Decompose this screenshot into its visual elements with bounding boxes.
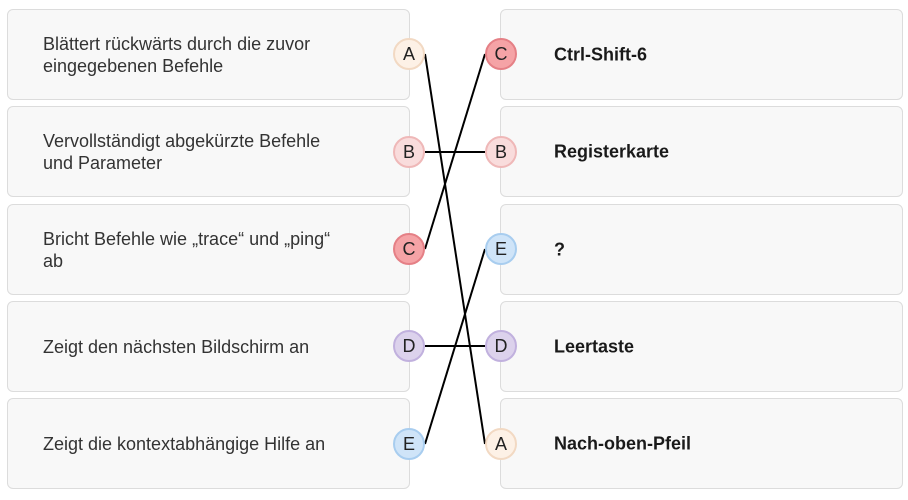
badge-letter: E: [494, 239, 507, 259]
badge-letter: B: [494, 142, 507, 162]
badge-letter: B: [402, 142, 415, 162]
right-item-label: Leertaste: [554, 336, 635, 356]
left-badge-c[interactable]: C: [393, 233, 425, 265]
right-badge-e[interactable]: E: [485, 233, 517, 265]
right-item-label: Nach-oben-Pfeil: [554, 433, 692, 453]
left-item-d[interactable]: Zeigt den nächsten Bildschirm an: [7, 301, 410, 392]
connector-line-e: [424, 248, 486, 445]
right-item-label: Ctrl-Shift-6: [554, 44, 647, 64]
right-item-3[interactable]: ?: [500, 204, 903, 295]
left-item-a[interactable]: Blättert rückwärts durch die zuvor einge…: [7, 9, 410, 100]
connector-line-c: [424, 53, 486, 250]
badge-letter: E: [402, 434, 415, 454]
badge-letter: A: [402, 44, 415, 64]
right-item-label: ?: [554, 239, 565, 259]
right-badge-c[interactable]: C: [485, 38, 517, 70]
right-item-1[interactable]: Ctrl-Shift-6: [500, 9, 903, 100]
left-badge-d[interactable]: D: [393, 330, 425, 362]
right-item-label: Registerkarte: [554, 141, 670, 161]
left-item-e[interactable]: Zeigt die kontextabhängige Hilfe an: [7, 398, 410, 489]
right-item-4[interactable]: Leertaste: [500, 301, 903, 392]
left-badge-b[interactable]: B: [393, 136, 425, 168]
right-item-2[interactable]: Registerkarte: [500, 106, 903, 197]
badge-letter: C: [402, 239, 416, 259]
right-badge-d[interactable]: D: [485, 330, 517, 362]
right-badge-b[interactable]: B: [485, 136, 517, 168]
left-item-label: Zeigt den nächsten Bildschirm an: [43, 336, 310, 357]
connector-line-a: [424, 53, 486, 445]
right-item-5[interactable]: Nach-oben-Pfeil: [500, 398, 903, 489]
left-item-label: Vervollständigt abgekürzte Befehle und P…: [43, 130, 321, 173]
left-badge-a[interactable]: A: [393, 38, 425, 70]
left-item-b[interactable]: Vervollständigt abgekürzte Befehle und P…: [7, 106, 410, 197]
left-badge-e[interactable]: E: [393, 428, 425, 460]
left-item-label: Blättert rückwärts durch die zuvor einge…: [43, 33, 311, 76]
badge-letter: C: [494, 44, 508, 64]
badge-letter: A: [494, 434, 507, 454]
left-item-c[interactable]: Bricht Befehle wie „trace“ und „ping“ ab: [7, 204, 410, 295]
badge-letter: D: [402, 336, 416, 356]
badge-letter: D: [494, 336, 508, 356]
left-item-label: Zeigt die kontextabhängige Hilfe an: [43, 433, 326, 454]
left-item-label: Bricht Befehle wie „trace“ und „ping“ ab: [43, 228, 331, 271]
right-badge-a[interactable]: A: [485, 428, 517, 460]
